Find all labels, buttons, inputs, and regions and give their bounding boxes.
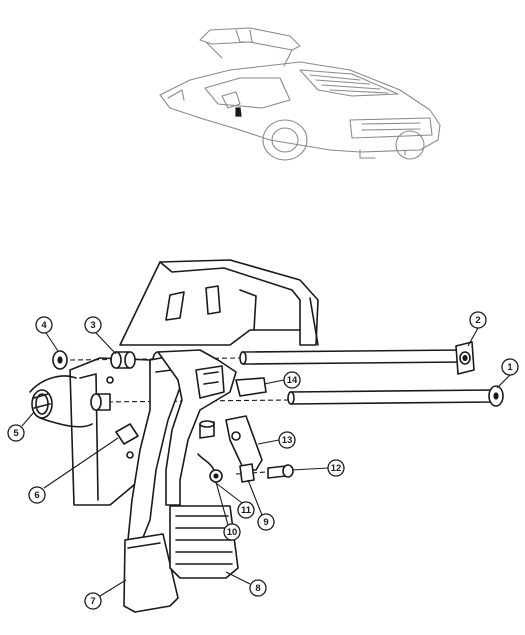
callout-12: 12 — [327, 459, 345, 477]
callout-number: 11 — [241, 505, 252, 516]
washer-4 — [52, 350, 68, 370]
callout-number: 4 — [41, 320, 47, 331]
callout-circle — [237, 501, 255, 519]
callout-5: 5 — [7, 424, 25, 442]
callout-4: 4 — [35, 316, 53, 334]
callout-number: 1 — [507, 362, 513, 373]
callout-circle — [257, 513, 275, 531]
callout-circle — [469, 311, 487, 329]
callout-circle — [278, 431, 296, 449]
washer-1 — [488, 385, 504, 407]
callout-circle — [84, 316, 102, 334]
callout-7: 7 — [84, 592, 102, 610]
callout-2: 2 — [469, 311, 487, 329]
callout-9: 9 — [257, 513, 275, 531]
return-spring-5 — [29, 375, 93, 428]
callout-number: 2 — [475, 315, 480, 326]
callout-circle — [28, 486, 46, 504]
callout-number: 13 — [282, 435, 293, 446]
callout-1: 1 — [501, 358, 519, 376]
callout-number: 3 — [90, 320, 95, 331]
callout-number: 10 — [227, 527, 238, 538]
bolt-12 — [235, 464, 294, 479]
brake-pedal-8 — [157, 349, 239, 579]
car-illustration — [159, 27, 441, 161]
callout-number: 12 — [331, 463, 342, 474]
callout-number: 6 — [34, 490, 39, 501]
callout-3: 3 — [84, 316, 102, 334]
pivot-shafts — [69, 349, 494, 405]
callout-number: 5 — [13, 428, 19, 439]
clip-2 — [455, 341, 475, 375]
callout-circle — [35, 316, 53, 334]
callout-number: 7 — [90, 596, 95, 607]
callout-circle — [84, 592, 102, 610]
callout-number: 14 — [287, 375, 298, 386]
callout-circle — [7, 424, 25, 442]
callout-circle — [223, 523, 241, 541]
callout-8: 8 — [249, 579, 267, 597]
callout-number: 9 — [263, 517, 268, 528]
callout-14: 14 — [283, 371, 301, 389]
callout-6: 6 — [28, 486, 46, 504]
leader-lines — [21, 327, 511, 597]
pedal-bracket — [69, 259, 319, 506]
callout-number: 8 — [255, 583, 260, 594]
callout-13: 13 — [278, 431, 296, 449]
callout-11: 11 — [237, 501, 255, 519]
callout-circle — [249, 579, 267, 597]
clip-6 — [115, 423, 139, 445]
callout-circle — [501, 358, 519, 376]
callout-circle — [327, 459, 345, 477]
callout-10: 10 — [223, 523, 241, 541]
callout-circle — [283, 371, 301, 389]
linkage-13-14 — [225, 377, 267, 471]
pin-9-10-11 — [197, 420, 255, 483]
